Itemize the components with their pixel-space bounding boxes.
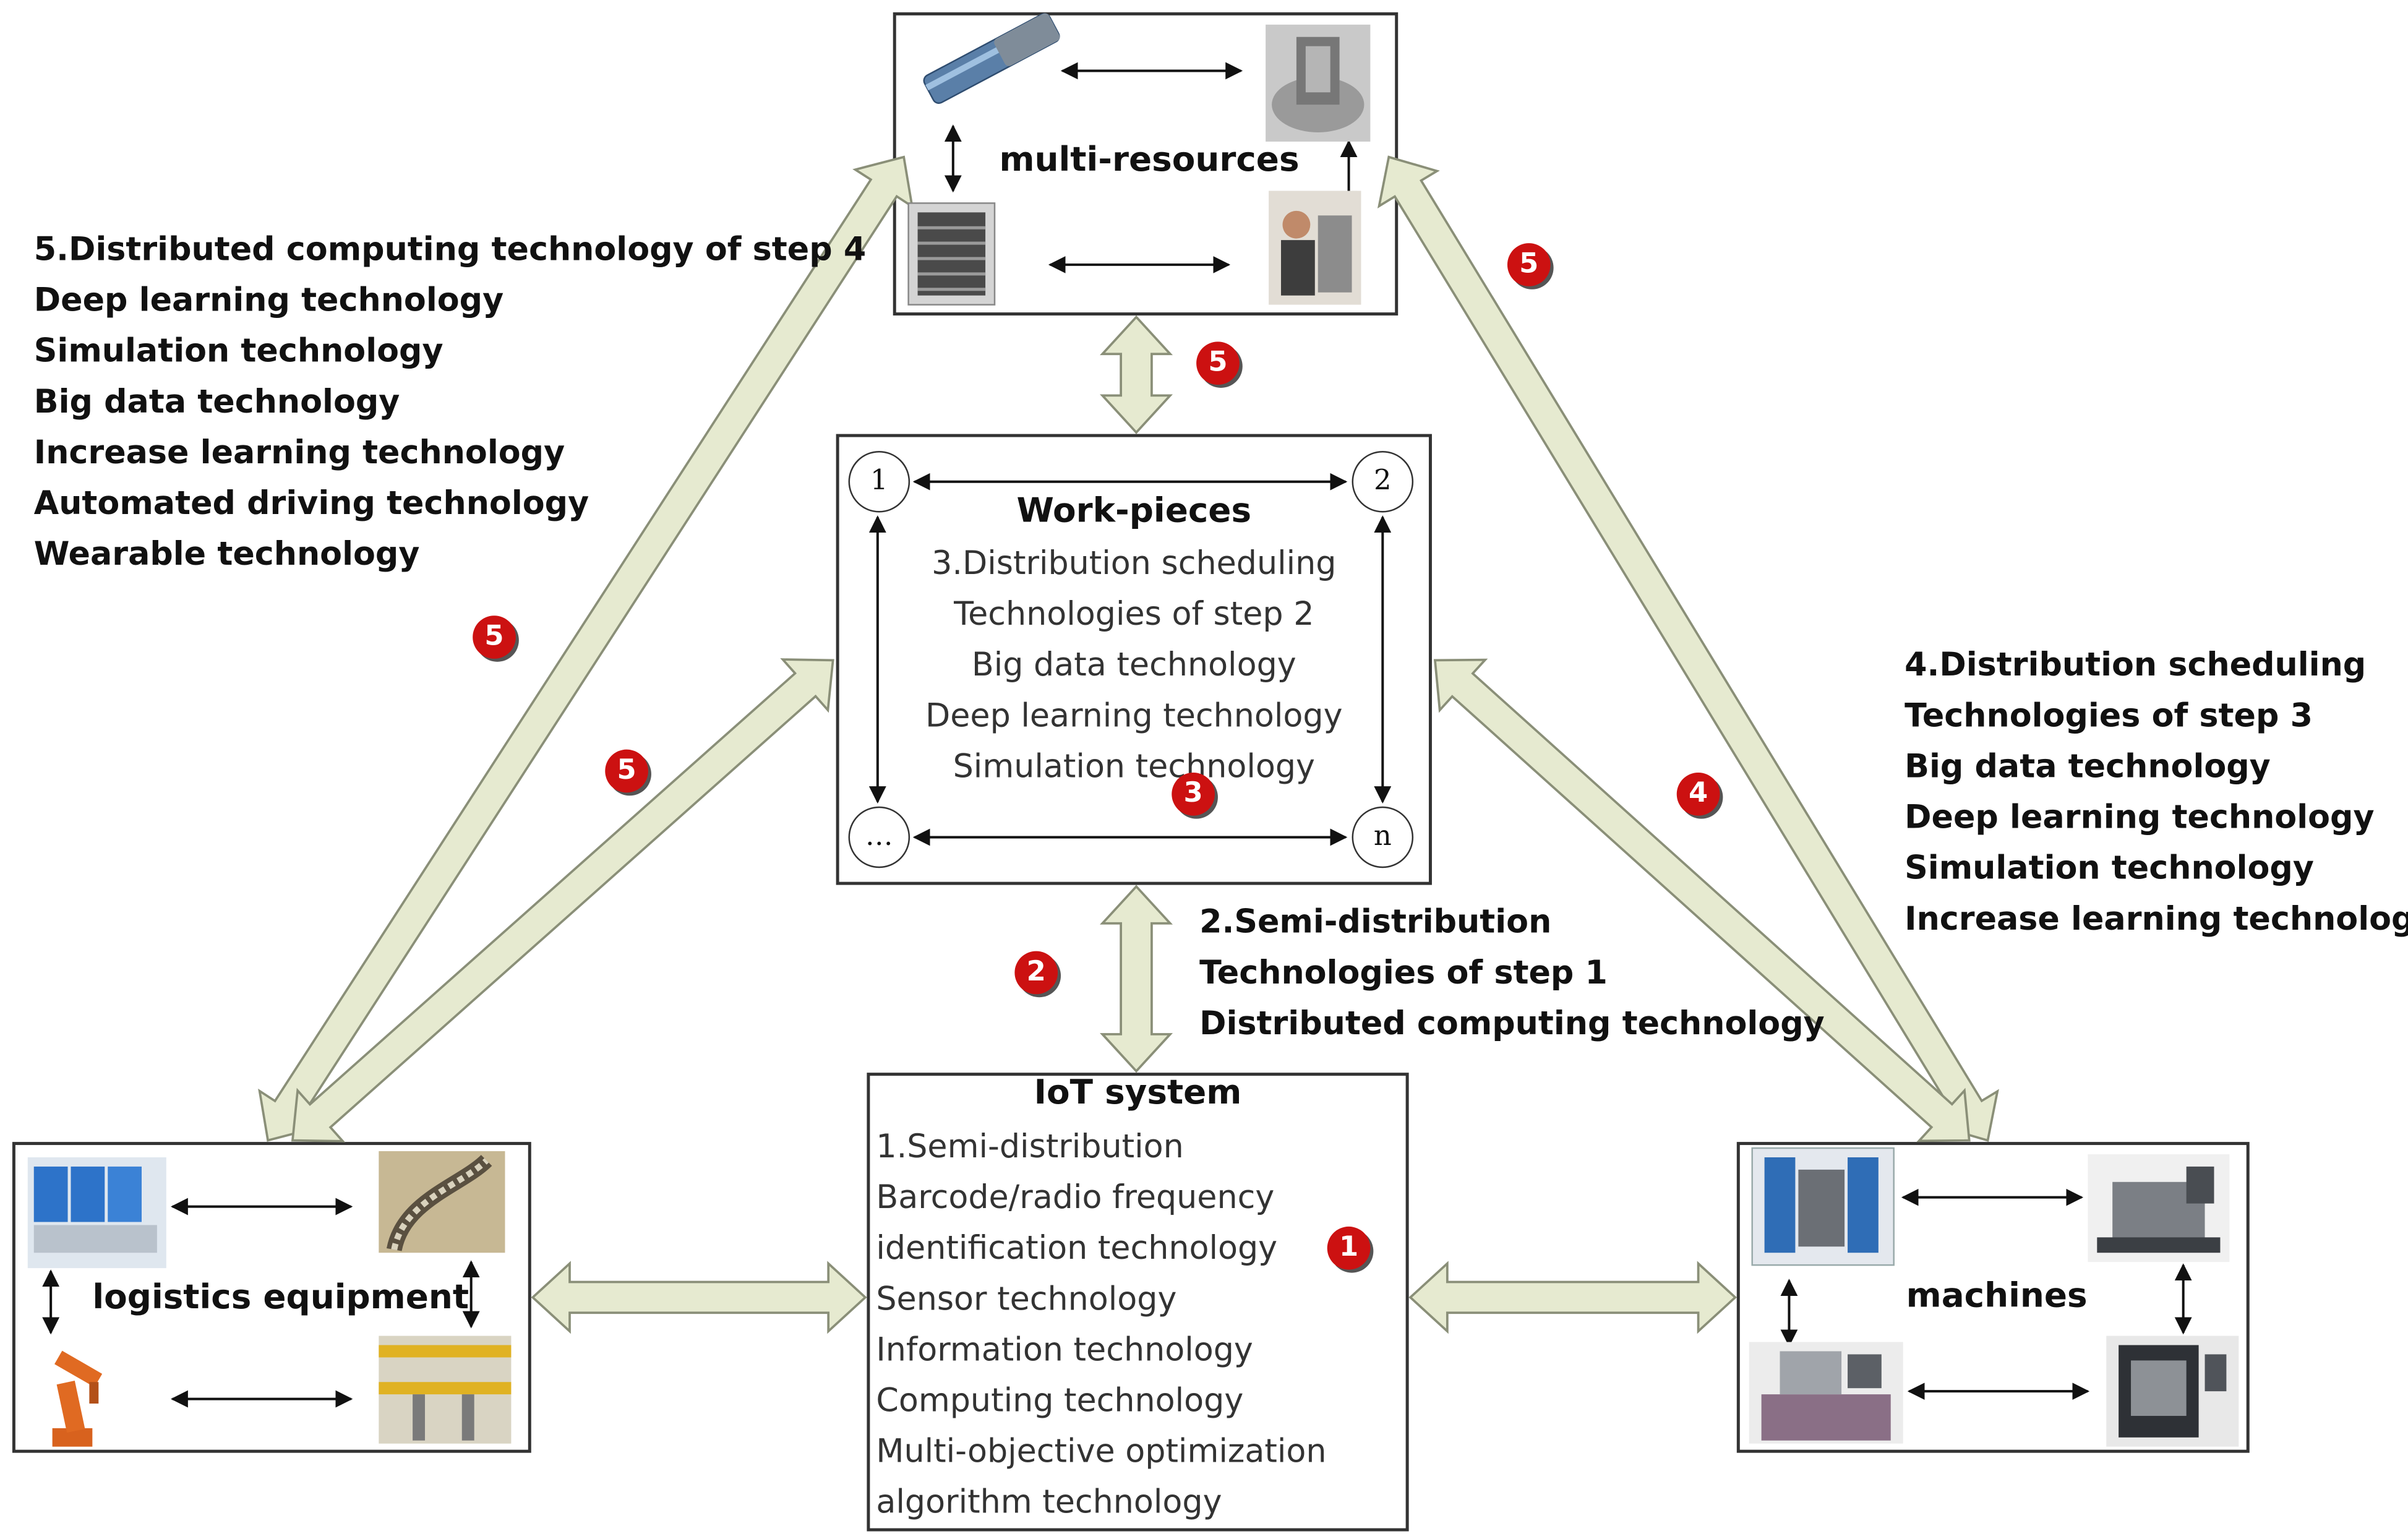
machining-center-4-picture	[2106, 1335, 2239, 1447]
step-badge-5-left-lower: 5	[605, 749, 648, 793]
step5-line: 5.Distributed computing technology of st…	[33, 231, 867, 268]
fixture-picture	[1266, 24, 1371, 142]
iot-line: Information technology	[876, 1331, 1253, 1368]
robot-arm-picture	[52, 1350, 103, 1447]
step4-line: 4.Distribution scheduling	[1905, 646, 2367, 684]
conveyor-picture	[379, 1151, 505, 1253]
iot-line: identification technology	[876, 1229, 1278, 1267]
step5-line: Simulation technology	[33, 332, 443, 370]
wp-line: Technologies of step 2	[954, 595, 1314, 633]
arrow-iot-machines	[1408, 1261, 1737, 1334]
arrow-workpieces-iot	[1100, 885, 1173, 1073]
machining-center-1-picture	[1751, 1147, 1895, 1266]
step5-line: Wearable technology	[33, 535, 420, 573]
arrow-multiresources-logistics	[258, 155, 914, 1142]
step-badge-5-mid: 5	[1196, 341, 1240, 385]
iot-line: Computing technology	[876, 1382, 1244, 1419]
iot-system-box	[867, 1073, 1409, 1532]
machining-center-3-picture	[1749, 1342, 1903, 1444]
arrow-multiresources-machines	[1377, 155, 1999, 1142]
iot-system-title: IoT system	[1034, 1074, 1242, 1113]
step2-tech-list: 2.Semi-distribution Technologies of step…	[1199, 906, 1825, 1058]
step4-line: Deep learning technology	[1905, 799, 2375, 836]
step-badge-5-left-upper: 5	[473, 615, 516, 659]
step-badge-1: 1	[1327, 1226, 1371, 1270]
step5-line: Big data technology	[33, 383, 400, 421]
step2-line: 2.Semi-distribution	[1199, 903, 1552, 941]
step4-line: Technologies of step 3	[1905, 697, 2313, 734]
step2-line: Distributed computing technology	[1199, 1005, 1825, 1042]
milling-cutter-picture	[923, 13, 1060, 104]
work-pieces-box	[836, 434, 1432, 885]
arrow-logistics-iot	[531, 1261, 867, 1334]
step2-line: Technologies of step 1	[1199, 954, 1608, 992]
multi-resources-title: multi-resources	[999, 141, 1300, 181]
step-badge-5-right: 5	[1507, 243, 1551, 286]
iot-line: 1.Semi-distribution	[876, 1128, 1184, 1165]
wp-line: Big data technology	[971, 646, 1296, 684]
iot-line: Barcode/radio frequency	[876, 1178, 1275, 1216]
step5-line: Increase learning technology	[33, 434, 565, 471]
iot-line: Sensor technology	[876, 1280, 1177, 1318]
work-piece-node-n: n	[1352, 806, 1414, 868]
work-piece-node-1: 1	[848, 450, 910, 513]
wp-line: Simulation technology	[953, 748, 1315, 785]
overhead-crane-picture	[379, 1335, 512, 1444]
work-piece-node-2: 2	[1352, 450, 1414, 513]
worker-picture	[1269, 191, 1361, 305]
machining-center-2-picture	[2088, 1154, 2230, 1262]
step4-line: Big data technology	[1905, 748, 2271, 785]
step-badge-4: 4	[1676, 772, 1720, 816]
wp-line: 3.Distribution scheduling	[932, 544, 1337, 582]
step-badge-2: 2	[1014, 951, 1058, 995]
iot-line: Multi-objective optimization	[876, 1433, 1327, 1470]
iot-line: algorithm technology	[876, 1483, 1222, 1521]
step4-line: Increase learning technology	[1905, 900, 2408, 938]
wp-line: Deep learning technology	[925, 697, 1343, 734]
work-piece-node-ellipsis: …	[848, 806, 910, 868]
containers-picture	[27, 1157, 166, 1269]
step4-tech-list: 4.Distribution scheduling Technologies o…	[1905, 649, 2408, 954]
iot-system-tech-list: 1.Semi-distribution Barcode/radio freque…	[876, 1128, 1327, 1538]
work-pieces-tech-list: 3.Distribution scheduling Technologies o…	[836, 544, 1432, 802]
work-pieces-title: Work-pieces	[1016, 492, 1252, 531]
arrow-workpieces-machines	[1433, 658, 1971, 1142]
tool-cabinet-picture	[907, 202, 996, 306]
arrow-workpieces-logistics	[291, 658, 834, 1142]
step5-tech-list: 5.Distributed computing technology of st…	[33, 231, 867, 589]
machines-title: machines	[1906, 1277, 2088, 1316]
step5-line: Deep learning technology	[33, 281, 504, 319]
logistics-equipment-title: logistics equipment	[92, 1279, 469, 1318]
step-badge-3: 3	[1172, 772, 1215, 816]
step4-line: Simulation technology	[1905, 849, 2314, 887]
step5-line: Automated driving technology	[33, 484, 589, 522]
arrow-multiresources-workpieces	[1100, 315, 1173, 434]
